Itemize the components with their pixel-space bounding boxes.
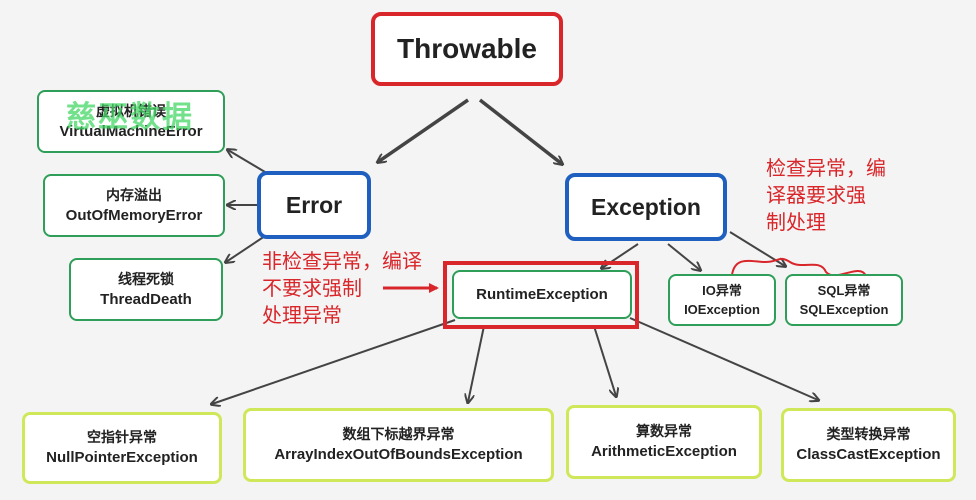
arrow-runtime-cce xyxy=(629,317,818,400)
unchecked-exception-note: 非检查异常，编译 不要求强制 处理异常 xyxy=(262,249,422,330)
arrow-exception-io xyxy=(667,243,700,270)
array-index-exception-node: 数组下标越界异常 ArrayIndexOutOfBoundsException xyxy=(243,408,554,482)
checked-exception-note: 检查异常，编 译器要求强 制处理 xyxy=(766,156,886,237)
unchecked-note-line2: 不要求强制 xyxy=(262,278,362,300)
sql-exception-node: SQL异常 SQLException xyxy=(785,274,903,326)
class-cast-exception-cn: 类型转换异常 xyxy=(826,426,911,442)
null-pointer-exception-cn: 空指针异常 xyxy=(87,429,157,445)
arrow-throwable-error xyxy=(378,98,469,162)
runtime-exception-highlight xyxy=(443,261,639,329)
sql-exception-cn: SQL异常 xyxy=(817,283,871,298)
arrow-runtime-npe xyxy=(212,319,456,404)
out-of-memory-error-node: 内存溢出 OutOfMemoryError xyxy=(43,174,225,237)
out-of-memory-error-cn: 内存溢出 xyxy=(106,186,162,203)
out-of-memory-error-en: OutOfMemoryError xyxy=(65,206,203,224)
checked-note-line3: 制处理 xyxy=(766,212,826,234)
thread-death-node: 线程死锁 ThreadDeath xyxy=(69,258,223,321)
arithmetic-exception-node: 算数异常 ArithmeticException xyxy=(566,405,762,479)
arrow-runtime-aioobe xyxy=(468,325,485,402)
arrow-error-vm xyxy=(228,150,266,173)
unchecked-note-line1: 非检查异常，编译 xyxy=(262,251,422,273)
sql-exception-en: SQLException xyxy=(799,302,889,317)
class-cast-exception-en: ClassCastException xyxy=(796,446,941,463)
array-index-exception-cn: 数组下标越界异常 xyxy=(342,426,455,442)
checked-note-line2: 译器要求强 xyxy=(766,185,866,207)
exception-node: Exception xyxy=(565,173,727,241)
class-cast-exception-node: 类型转换异常 ClassCastException xyxy=(781,408,956,482)
arrow-error-thread xyxy=(226,235,266,262)
exception-label: Exception xyxy=(591,193,701,220)
watermark: 慈巫数据 xyxy=(66,101,194,134)
error-label: Error xyxy=(285,191,343,218)
thread-death-cn: 线程死锁 xyxy=(118,270,174,287)
unchecked-note-line3: 处理异常 xyxy=(262,305,342,327)
io-exception-node: IO异常 IOException xyxy=(668,274,776,326)
io-exception-cn: IO异常 xyxy=(702,283,742,298)
virtual-machine-error-cn: 虚拟机错误 xyxy=(96,102,166,119)
virtual-machine-error-en: VirtualMachineError xyxy=(59,122,203,140)
arrow-runtime-arith xyxy=(593,325,616,396)
throwable-node: Throwable xyxy=(371,12,563,86)
virtual-machine-error-node: 虚拟机错误 VirtualMachineError xyxy=(37,90,225,153)
runtime-exception-label: RuntimeException xyxy=(476,285,608,303)
throwable-label: Throwable xyxy=(396,33,537,64)
runtime-exception-node: RuntimeException xyxy=(452,270,632,319)
null-pointer-exception-en: NullPointerException xyxy=(46,449,198,466)
null-pointer-exception-node: 空指针异常 NullPointerException xyxy=(22,412,222,484)
thread-death-en: ThreadDeath xyxy=(100,290,192,308)
error-node: Error xyxy=(257,171,371,239)
arithmetic-exception-cn: 算数异常 xyxy=(636,423,692,439)
arithmetic-exception-en: ArithmeticException xyxy=(591,443,737,460)
io-exception-en: IOException xyxy=(684,302,760,317)
arrow-throwable-exception xyxy=(478,98,562,164)
checked-note-line1: 检查异常，编 xyxy=(766,158,886,180)
array-index-exception-en: ArrayIndexOutOfBoundsException xyxy=(274,446,523,463)
